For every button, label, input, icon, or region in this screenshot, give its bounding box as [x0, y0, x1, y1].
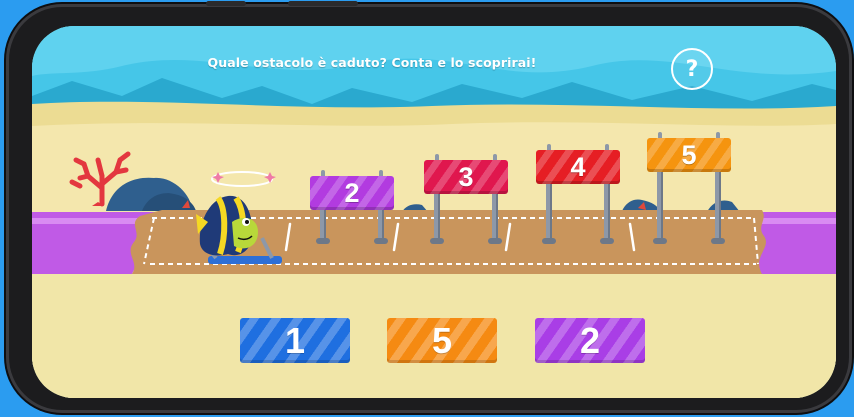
coral	[69, 151, 131, 207]
hurdle-2: 2	[310, 170, 394, 246]
hurdle-board: 4	[536, 150, 620, 184]
volume-button	[288, 1, 358, 6]
hurdle-board: 3	[424, 160, 508, 194]
hurdle-board: 5	[647, 138, 731, 172]
answer-button-2[interactable]: 2	[535, 318, 645, 363]
help-button[interactable]: ?	[671, 48, 713, 90]
mute-switch	[206, 1, 246, 6]
question-text: Quale ostacolo è caduto? Conta e lo scop…	[207, 55, 537, 70]
hurdle-4: 4	[536, 144, 620, 246]
phone-frame: Quale ostacolo è caduto? Conta e lo scop…	[6, 1, 852, 413]
fish-character	[196, 171, 276, 256]
hurdle-5: 5	[647, 132, 731, 246]
hurdle-3: 3	[424, 154, 508, 246]
game-screen: Quale ostacolo è caduto? Conta e lo scop…	[32, 26, 836, 398]
answer-button-5[interactable]: 5	[387, 318, 497, 363]
hurdle-board: 2	[310, 176, 394, 210]
help-icon: ?	[685, 56, 699, 82]
answer-button-1[interactable]: 1	[240, 318, 350, 363]
